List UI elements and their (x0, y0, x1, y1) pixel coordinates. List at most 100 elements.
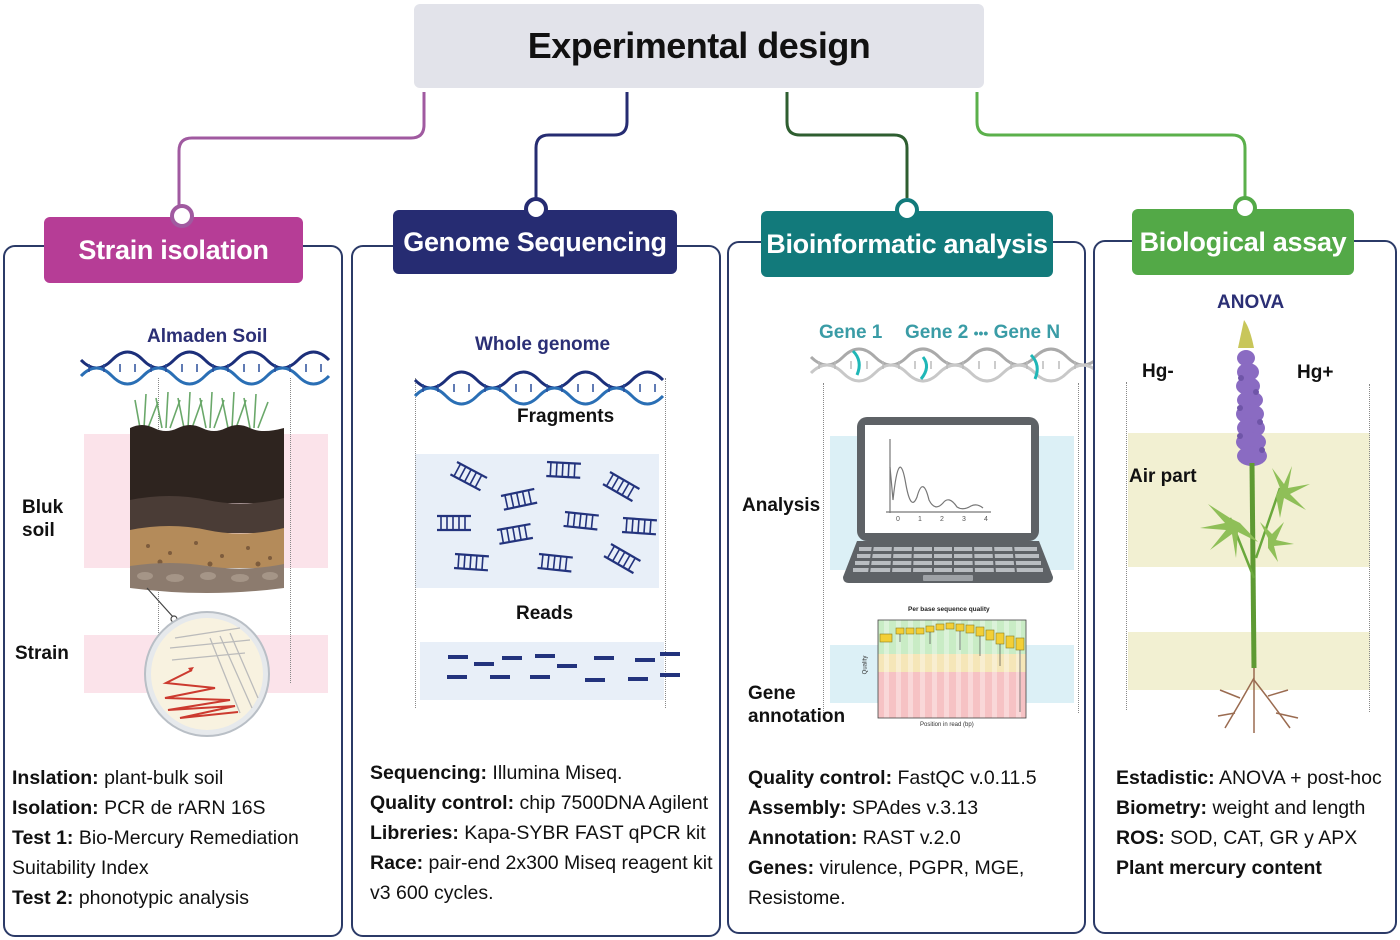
connector-node-bio (1233, 196, 1257, 220)
connector-bio (975, 92, 1247, 198)
laptop-tick: 1 (918, 516, 922, 523)
label-hg-minus: Hg- (1142, 361, 1174, 382)
label-gene-n: Gene N (993, 322, 1061, 343)
detail-row: Annotation: RAST v.2.0 (748, 827, 961, 849)
gene-marker-icon (1029, 353, 1039, 380)
petri-dish-icon (144, 587, 270, 737)
quality-chart-title: Per base sequence quality (908, 606, 990, 613)
laptop-tick: 2 (940, 516, 944, 523)
read-dash-icon (535, 654, 555, 658)
dna-fragment-icon (449, 460, 489, 492)
connector-bioinfo (785, 92, 909, 198)
laptop-tick: 4 (984, 516, 988, 523)
details-biological-assay: Estadistic: ANOVA + post-hoc Biometry: w… (1116, 763, 1396, 883)
detail-row: Assembly: SPAdes v.3.13 (748, 797, 979, 819)
title-box: Experimental design (414, 4, 984, 88)
detail-row: Race: pair-end 2x300 Miseq reagent kit v… (370, 852, 713, 904)
label-ellipsis: ••• (973, 325, 989, 341)
laptop-icon: 0 1 2 3 4 (843, 417, 1053, 583)
header-strain-isolation: Strain isolation (44, 217, 303, 283)
detail-row: Plant mercury content (1116, 857, 1322, 879)
detail-row: Libreries: Kapa-SYBR FAST qPCR kit (370, 822, 706, 844)
gene-marker-icon (851, 349, 861, 376)
detail-row: Sequencing: Illumina Miseq. (370, 762, 623, 784)
connector-node-genome (524, 197, 548, 221)
label-hg-plus: Hg+ (1297, 362, 1334, 383)
read-dash-icon (660, 673, 680, 677)
detail-row: ROS: SOD, CAT, GR y APX (1116, 827, 1358, 849)
read-dash-icon (447, 675, 467, 679)
read-dash-icon (502, 656, 522, 660)
read-dash-icon (628, 677, 648, 681)
guide-line (290, 378, 291, 683)
guide-line (665, 378, 666, 708)
label-analysis: Analysis (742, 495, 821, 516)
detail-row: Quality control: chip 7500DNA Agilent (370, 792, 709, 814)
connector-strain (177, 92, 426, 205)
dna-fragment-icon (562, 510, 600, 531)
guide-line (415, 378, 416, 708)
header-biological-assay: Biological assay (1132, 209, 1354, 275)
label-anova: ANOVA (1217, 292, 1285, 313)
details-bioinformatic-analysis: Quality control: FastQC v.0.11.5 Assembl… (748, 763, 1068, 913)
read-dash-icon (448, 655, 468, 659)
reads-group (447, 652, 680, 682)
label-gene-annotation: Gene annotation (748, 683, 846, 727)
label-bulk-soil: Bluk soil (22, 497, 64, 541)
header-bioinformatic-analysis: Bioinformatic analysis (761, 211, 1053, 277)
dna-fragment-icon (602, 542, 642, 575)
dna-fragment-icon (536, 552, 574, 573)
read-dash-icon (594, 656, 614, 660)
quality-chart-icon (877, 619, 1027, 719)
guide-line (823, 383, 824, 713)
dna-fragments-group (435, 460, 659, 575)
quality-chart-xlabel: Position in read (bp) (920, 722, 974, 728)
details-genome-sequencing: Sequencing: Illumina Miseq. Quality cont… (370, 758, 715, 908)
guide-line (1126, 382, 1127, 710)
details-strain-isolation: Inslation: plant-bulk soil Isolation: PC… (12, 763, 332, 913)
detail-row: Biometry: weight and length (1116, 797, 1366, 819)
dna-fragment-icon (499, 487, 539, 511)
gene-labels: Gene 1 Gene 2 ••• Gene N (819, 322, 1060, 344)
read-dash-icon (530, 675, 550, 679)
laptop-screen-chart (886, 439, 991, 513)
label-strain: Strain (15, 643, 69, 664)
band-reads (420, 642, 664, 700)
connector-node-bioinfo (895, 198, 919, 222)
label-gene-1: Gene 1 (819, 322, 883, 343)
read-dash-icon (635, 658, 655, 662)
dna-fragment-icon (620, 516, 659, 536)
detail-row: Inslation: plant-bulk soil (12, 767, 224, 789)
laptop-tick: 3 (962, 516, 966, 523)
dna-helix-icon (809, 347, 1101, 383)
read-dash-icon (660, 652, 680, 656)
laptop-tick: 0 (896, 516, 900, 523)
label-gene-2: Gene 2 (904, 322, 969, 343)
dna-fragment-icon (495, 522, 535, 545)
read-dash-icon (490, 675, 510, 679)
page-title: Experimental design (527, 25, 871, 66)
dna-fragment-icon (452, 552, 491, 572)
read-dash-icon (585, 678, 605, 682)
detail-row: Quality control: FastQC v.0.11.5 (748, 767, 1037, 789)
dna-fragment-icon (601, 470, 641, 503)
dna-fragment-icon (545, 460, 583, 479)
quality-chart-ylabel: Quality (862, 655, 869, 675)
band-root (1128, 632, 1370, 690)
label-almaden-soil: Almaden Soil (147, 326, 268, 347)
label-reads: Reads (516, 603, 574, 624)
guide-line (1078, 383, 1079, 713)
panel-genome-sequencing (351, 245, 721, 937)
label-whole-genome: Whole genome (475, 334, 611, 355)
read-dash-icon (557, 664, 577, 668)
dna-fragment-icon (435, 514, 473, 532)
detail-row: Genes: virulence, PGPR, MGE, Resistome. (748, 857, 1025, 909)
detail-row: Test 1: Bio-Mercury Remediation Suitabil… (12, 827, 299, 879)
read-dash-icon (474, 662, 494, 666)
connector-node-strain (170, 204, 194, 228)
detail-row: Estadistic: ANOVA + post-hoc (1116, 767, 1382, 789)
detail-row: Isolation: PCR de rARN 16S (12, 797, 266, 819)
connector-genome (534, 92, 629, 198)
lupine-plant-icon (1200, 320, 1310, 733)
